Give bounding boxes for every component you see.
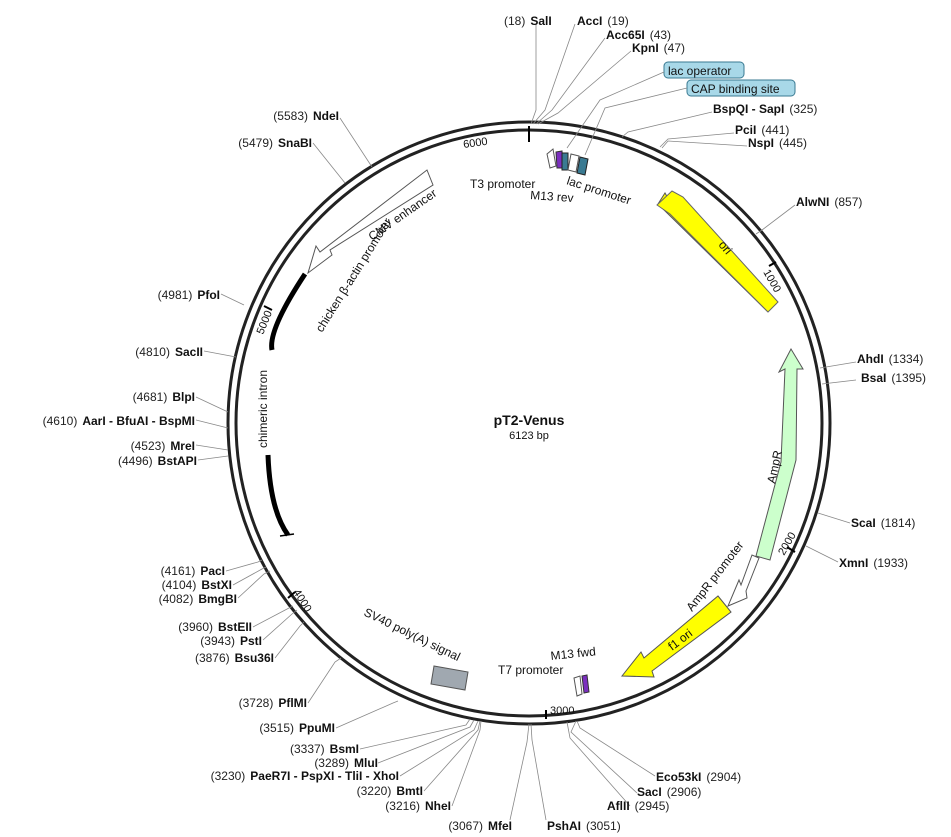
tag-lac-operator xyxy=(663,61,745,79)
feature-label-sv40: SV40 poly(A) signal xyxy=(362,605,463,664)
plasmid-name: pT2-Venus xyxy=(494,412,565,428)
tick-label: 6000 xyxy=(462,136,488,151)
site-label: (4681)BlpI xyxy=(133,390,195,404)
feature-sv40[interactable] xyxy=(430,665,469,691)
site-label: (3337)BsmI xyxy=(290,742,359,756)
site-label: (4523)MreI xyxy=(131,439,195,453)
site-label: AlwNI(857) xyxy=(796,195,862,209)
cap-site-mark xyxy=(576,156,589,176)
lac-operator-mark xyxy=(561,152,569,171)
feature-label-m13rev: M13 rev xyxy=(530,188,574,205)
site-label: Acc65I(43) xyxy=(606,28,671,42)
feature-label-t7: T7 promoter xyxy=(498,663,563,677)
feature-label-lacprom: lac promoter xyxy=(565,174,633,208)
feature-amprprom[interactable] xyxy=(727,554,760,607)
site-label: (3220)BmtI xyxy=(357,784,423,798)
tick-label: 3000 xyxy=(550,705,574,717)
site-label: (4161)PacI xyxy=(161,564,225,578)
feature-t7[interactable] xyxy=(573,675,583,697)
site-label: (3943)PstI xyxy=(200,634,262,648)
site-label: (3876)Bsu36I xyxy=(195,651,274,665)
site-label: PciI(441) xyxy=(735,123,789,137)
site-label: (3515)PpuMI xyxy=(259,721,335,735)
site-label: BsaI(1395) xyxy=(861,371,926,385)
plasmid-size: 6123 bp xyxy=(509,430,549,442)
site-label: PshAI(3051) xyxy=(547,819,621,833)
site-label: Eco53kI(2904) xyxy=(656,770,741,784)
site-label: AccI(19) xyxy=(577,14,629,28)
feature-t3[interactable] xyxy=(546,148,557,169)
site-label: (3289)MluI xyxy=(314,756,378,770)
tag-label: lac operator xyxy=(668,64,731,78)
feature-label-ampr: AmpR xyxy=(764,449,785,485)
site-label: (4810)SacII xyxy=(135,345,203,359)
site-label: (3230)PaeR7I - PspXI - TliI - XhoI xyxy=(211,769,399,783)
site-label: (3067)MfeI xyxy=(448,819,512,833)
site-label: (3216)NheI xyxy=(385,799,451,813)
site-label: (5479)SnaBI xyxy=(238,136,312,150)
site-label: AhdI(1334) xyxy=(857,352,923,366)
ticks: 1000 2000 3000 4000 5000 6000 xyxy=(255,126,799,719)
feature-chimint[interactable] xyxy=(265,272,308,537)
feature-lacprom[interactable] xyxy=(567,153,580,173)
site-label: (4496)BstAPI xyxy=(118,454,197,468)
site-label: (18)SalI xyxy=(504,14,552,28)
feature-label-chimint: chimeric intron xyxy=(256,370,270,448)
site-label: AflII(2945) xyxy=(607,799,669,813)
site-label: BspQI - SapI(325) xyxy=(713,102,817,116)
site-label: (4104)BstXI xyxy=(162,578,232,592)
site-label: KpnI(47) xyxy=(632,41,685,55)
tags: lac operator CAP binding site xyxy=(566,61,796,156)
site-leaders xyxy=(195,23,857,821)
site-label: (5583)NdeI xyxy=(273,109,339,123)
site-label: (4082)BmgBI xyxy=(159,592,237,606)
feature-label-t3: T3 promoter xyxy=(470,177,535,191)
tag-label: CAP binding site xyxy=(691,82,780,96)
site-labels-right: (18)SalI AccI(19) Acc65I(43) KpnI(47) Bs… xyxy=(504,14,926,833)
site-label: ScaI(1814) xyxy=(851,516,915,530)
site-label: XmnI(1933) xyxy=(839,556,908,570)
site-label: (4610)AarI - BfuAI - BspMI xyxy=(43,414,195,428)
site-labels-left: (3067)MfeI (3216)NheI (3220)BmtI (3230)P… xyxy=(43,109,512,833)
feature-cmvenh[interactable] xyxy=(307,169,434,275)
feature-m13fwd[interactable] xyxy=(581,674,590,694)
feature-ampr[interactable] xyxy=(755,347,804,561)
site-label: (3960)BstEII xyxy=(178,620,252,634)
site-label: (3728)PflMI xyxy=(239,696,307,710)
site-label: (4981)PfoI xyxy=(158,288,220,302)
feature-label-m13fwd: M13 fwd xyxy=(550,644,597,663)
site-label: SacI(2906) xyxy=(637,785,701,799)
site-label: NspI(445) xyxy=(748,136,807,150)
feature-f1ori[interactable] xyxy=(620,595,732,678)
